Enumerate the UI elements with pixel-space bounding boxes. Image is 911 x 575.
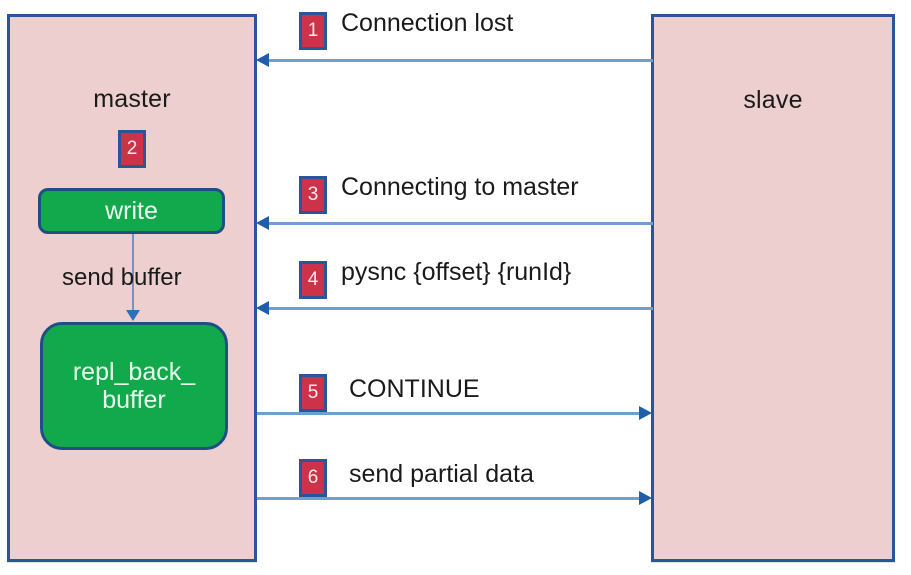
step-badge-2: 2 — [118, 130, 146, 168]
repl-back-buffer-box[interactable]: repl_back_ buffer — [40, 322, 228, 450]
message-arrow-1-line — [268, 59, 653, 62]
message-arrow-5-head — [639, 406, 652, 420]
step-badge-1: 1 — [299, 12, 327, 50]
write-box[interactable]: write — [38, 188, 225, 234]
message-label-5: CONTINUE — [349, 375, 480, 403]
message-arrow-5-line — [257, 412, 641, 415]
repl-back-buffer-label-line1: repl_back_ — [72, 358, 196, 386]
master-node-label: master — [93, 85, 171, 113]
step-badge-6: 6 — [299, 459, 327, 497]
send-buffer-connector-line — [132, 234, 134, 312]
step-badge-3: 3 — [299, 176, 327, 214]
message-label-6: send partial data — [349, 460, 534, 488]
repl-back-buffer-label-line2: buffer — [102, 386, 166, 414]
message-arrow-4-line — [268, 307, 653, 310]
message-label-4: pysnc {offset} {runId} — [341, 258, 572, 286]
message-label-3: Connecting to master — [341, 173, 579, 201]
message-arrow-4-head — [256, 301, 269, 315]
send-buffer-connector-arrowhead — [126, 310, 140, 321]
message-label-1: Connection lost — [341, 9, 514, 37]
message-arrow-6-head — [639, 491, 652, 505]
step-badge-5: 5 — [299, 374, 327, 412]
message-arrow-6-line — [257, 497, 641, 500]
message-arrow-3-head — [256, 216, 269, 230]
send-buffer-label: send buffer — [62, 264, 182, 291]
message-arrow-1-head — [256, 53, 269, 67]
step-badge-4: 4 — [299, 261, 327, 299]
slave-node[interactable] — [651, 14, 895, 562]
slave-node-label: slave — [743, 86, 803, 114]
message-arrow-3-line — [268, 222, 653, 225]
